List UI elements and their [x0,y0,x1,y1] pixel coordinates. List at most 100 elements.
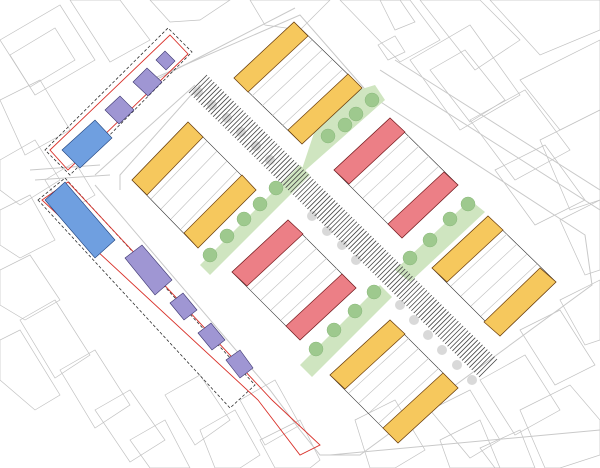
hatch-stroke [444,325,464,345]
hatch-stroke [398,280,418,300]
hatch-stroke [309,193,329,212]
hatch-stroke [232,117,251,136]
hatch-stroke [382,264,401,283]
hatch-stroke [369,252,389,271]
hatch-stroke [285,169,304,188]
hatch-stroke [478,358,498,378]
purple-block [132,67,163,97]
hatch-stroke [357,240,377,259]
hatch-stroke [311,195,331,214]
hatch-stroke [408,290,428,309]
hatch-stroke [287,171,307,191]
hatch-stroke [343,226,362,245]
hatch-stroke [476,356,495,375]
hatch-stroke [278,162,297,181]
hatch-stroke [193,79,213,99]
hatch-stroke [379,261,399,281]
hatch-stroke [188,74,208,94]
hatch-stroke [442,323,462,342]
hatch-stroke [396,278,416,297]
purple-block [197,322,226,351]
hatch-stroke [220,105,239,125]
hatch-stroke [403,285,423,304]
purple-block [155,50,176,71]
hatch-stroke [217,103,237,122]
hatch-stroke [261,145,280,165]
hatch-stroke [328,211,348,231]
hatch-stroke [210,96,230,115]
blue-block [44,181,116,259]
hatch-stroke [224,110,244,129]
purple-block [225,349,254,379]
hatch-stroke [420,301,440,321]
hatch-stroke [389,271,408,290]
blue-block [61,119,113,169]
hatch-stroke [227,112,246,132]
hatch-stroke [299,183,319,203]
hatch-stroke [266,150,285,170]
hatched-axis [188,74,498,378]
hatch-stroke [440,320,459,340]
hatch-stroke [413,294,433,314]
hatch-stroke [212,98,232,117]
hatch-stroke [215,100,234,120]
hatch-stroke [401,282,420,302]
hatch-stroke [200,86,220,106]
hatch-stroke [229,114,249,134]
hatch-stroke [205,91,225,110]
west-strip-lower [37,177,321,456]
green-strip [200,85,485,377]
hatch-stroke [263,148,283,167]
hatch-stroke [253,138,273,158]
hatch-stroke [406,287,425,307]
hatch-stroke [321,204,341,224]
hatch-stroke [473,353,493,373]
hatch-stroke [307,190,326,210]
hatch-stroke [273,157,292,177]
hatch-stroke [249,133,268,153]
hatch-stroke [452,332,471,352]
hatch-stroke [367,249,387,269]
hatch-stroke [437,318,457,338]
hatch-stroke [391,273,411,293]
hatch-stroke [237,122,256,141]
hatch-stroke [268,152,288,172]
hatch-stroke [345,228,365,248]
hatch-stroke [374,256,394,276]
hatch-stroke [340,223,360,243]
hatch-stroke [454,335,474,354]
hatch-stroke [461,342,481,361]
hatch-stroke [362,245,382,264]
hatch-stroke [353,235,372,255]
hatch-stroke [430,311,449,330]
hatch-stroke [244,129,263,148]
hatch-stroke [355,238,375,257]
hatch-stroke [377,259,396,278]
hatch-stroke [386,268,406,288]
tree-row [202,92,476,357]
hatch-stroke [384,266,404,285]
west-strip-upper [44,27,193,176]
hatch-stroke [316,200,336,219]
hatch-stroke [302,185,321,205]
hatch-stroke [241,126,261,146]
hatch-stroke [394,275,413,295]
hatch-stroke [415,297,435,316]
hatch-stroke [331,214,350,233]
red-block-south [231,219,357,341]
hatch-stroke [314,197,333,217]
hatch-stroke [282,167,302,186]
hatch-stroke [191,77,210,96]
yellow-block-north [233,21,363,145]
hatch-stroke [258,143,278,162]
hatch-stroke [280,164,300,184]
hatch-stroke [270,155,290,174]
hatch-stroke [251,136,271,155]
hatch-stroke [326,209,346,229]
hatch-stroke [292,176,312,196]
hatch-stroke [297,181,317,200]
hatch-stroke [348,230,367,250]
hatch-stroke [466,346,486,366]
hatch-stroke [365,247,384,267]
